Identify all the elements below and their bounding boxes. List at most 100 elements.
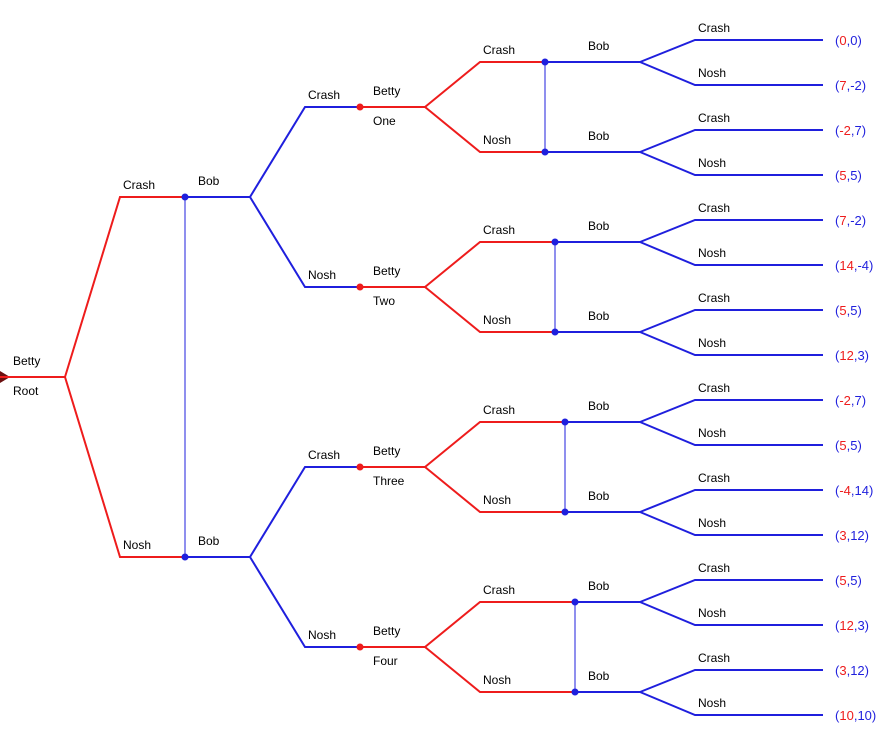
payoff-2-0: (-2,7) — [835, 393, 866, 408]
branch-leaf-2-1-1 — [639, 511, 823, 536]
payoff-2-2: (-4,14) — [835, 483, 873, 498]
branch-leaf-0-1-1 — [639, 151, 823, 176]
branch-label-betty-2-1: Nosh — [483, 493, 511, 507]
player-label-bob-2-1: Bob — [588, 489, 610, 503]
branch-label-bob-2-0-0: Crash — [698, 381, 730, 395]
branch-label-level1-0: Crash — [123, 178, 155, 192]
branch-leaf-1-1-1 — [639, 331, 823, 356]
branch-label-bob-3-0-1: Nosh — [698, 606, 726, 620]
branch-leaf-2-1-0 — [639, 489, 823, 513]
branch-label-bob-1-1-0: Crash — [698, 291, 730, 305]
branch-bob-0 — [249, 106, 360, 198]
branch-label-bob-1-0-1: Nosh — [698, 246, 726, 260]
node-label-three: Three — [373, 474, 405, 488]
betty-node-four — [356, 643, 364, 651]
branch-leaf-2-0-0 — [639, 399, 823, 423]
branch-label-betty-1-0: Crash — [483, 223, 515, 237]
player-label-betty-3: Betty — [373, 624, 400, 638]
payoff-0-1: (7,-2) — [835, 78, 866, 93]
payoff-1-0: (7,-2) — [835, 213, 866, 228]
branch-label-level2-3: Nosh — [308, 628, 336, 642]
branch-leaf-1-1-0 — [639, 309, 823, 333]
player-label-bob-2-0: Bob — [588, 399, 610, 413]
betty-node-two — [356, 283, 364, 291]
branch-leaf-3-1-1 — [639, 691, 823, 716]
player-label-level1-0: Bob — [198, 174, 220, 188]
payoff-1-2: (5,5) — [835, 303, 862, 318]
branch-betty-2-1 — [424, 466, 565, 513]
node-label-one: One — [373, 114, 396, 128]
payoff-1-3: (12,3) — [835, 348, 869, 363]
payoff-3-0: (5,5) — [835, 573, 862, 588]
branch-label-bob-0-1-0: Crash — [698, 111, 730, 125]
branch-betty-3-1 — [424, 646, 575, 693]
payoff-2-1: (5,5) — [835, 438, 862, 453]
branch-bob-1 — [249, 196, 360, 288]
branch-label-level1-1: Nosh — [123, 538, 151, 552]
payoff-0-3: (5,5) — [835, 168, 862, 183]
branch-label-bob-1-0-0: Crash — [698, 201, 730, 215]
branch-betty-2-0 — [424, 421, 565, 468]
branch-label-betty-3-1: Nosh — [483, 673, 511, 687]
branch-label-bob-3-1-1: Nosh — [698, 696, 726, 710]
branch-betty-0-0 — [424, 61, 545, 108]
branch-leaf-3-0-0 — [639, 579, 823, 603]
betty-node-one — [356, 103, 364, 111]
payoff-3-1: (12,3) — [835, 618, 869, 633]
branch-leaf-3-0-1 — [639, 601, 823, 626]
branch-root-crash — [64, 196, 185, 378]
branch-label-bob-2-0-1: Nosh — [698, 426, 726, 440]
branch-leaf-1-0-1 — [639, 241, 823, 266]
branch-label-betty-0-0: Crash — [483, 43, 515, 57]
node-label-two: Two — [373, 294, 395, 308]
payoff-0-2: (-2,7) — [835, 123, 866, 138]
betty-node-three — [356, 463, 364, 471]
branch-leaf-2-0-1 — [639, 421, 823, 446]
root-player-label: Betty — [13, 354, 40, 368]
branch-label-bob-0-0-0: Crash — [698, 21, 730, 35]
player-label-betty-0: Betty — [373, 84, 400, 98]
branch-label-betty-0-1: Nosh — [483, 133, 511, 147]
branch-label-level2-0: Crash — [308, 88, 340, 102]
branch-label-bob-3-0-0: Crash — [698, 561, 730, 575]
root-node-label: Root — [13, 384, 39, 398]
branch-betty-1-1 — [424, 286, 555, 333]
player-label-bob-1-0: Bob — [588, 219, 610, 233]
branch-betty-1-0 — [424, 241, 555, 288]
branch-label-betty-1-1: Nosh — [483, 313, 511, 327]
payoff-0-0: (0,0) — [835, 33, 862, 48]
branch-label-betty-2-0: Crash — [483, 403, 515, 417]
branch-betty-3-0 — [424, 601, 575, 648]
branch-label-bob-0-0-1: Nosh — [698, 66, 726, 80]
branch-label-bob-3-1-0: Crash — [698, 651, 730, 665]
branch-leaf-0-1-0 — [639, 129, 823, 153]
player-label-betty-1: Betty — [373, 264, 400, 278]
branch-root-nosh — [64, 376, 185, 558]
player-label-bob-3-1: Bob — [588, 669, 610, 683]
player-label-level1-1: Bob — [198, 534, 220, 548]
player-label-bob-3-0: Bob — [588, 579, 610, 593]
branch-label-bob-0-1-1: Nosh — [698, 156, 726, 170]
branch-betty-0-1 — [424, 106, 545, 153]
branch-label-level2-1: Nosh — [308, 268, 336, 282]
branch-label-betty-3-0: Crash — [483, 583, 515, 597]
branch-leaf-0-0-1 — [639, 61, 823, 86]
player-label-betty-2: Betty — [373, 444, 400, 458]
player-label-bob-1-1: Bob — [588, 309, 610, 323]
branch-label-bob-2-1-1: Nosh — [698, 516, 726, 530]
node-label-four: Four — [373, 654, 398, 668]
payoff-3-3: (10,10) — [835, 708, 876, 723]
payoff-3-2: (3,12) — [835, 663, 869, 678]
branch-label-bob-1-1-1: Nosh — [698, 336, 726, 350]
branch-leaf-3-1-0 — [639, 669, 823, 693]
player-label-bob-0-1: Bob — [588, 129, 610, 143]
branch-bob-3 — [249, 556, 360, 648]
branch-leaf-1-0-0 — [639, 219, 823, 243]
branch-bob-2 — [249, 466, 360, 558]
branch-label-bob-2-1-0: Crash — [698, 471, 730, 485]
payoff-2-3: (3,12) — [835, 528, 869, 543]
branch-label-level2-2: Crash — [308, 448, 340, 462]
player-label-bob-0-0: Bob — [588, 39, 610, 53]
branch-leaf-0-0-0 — [639, 39, 823, 63]
